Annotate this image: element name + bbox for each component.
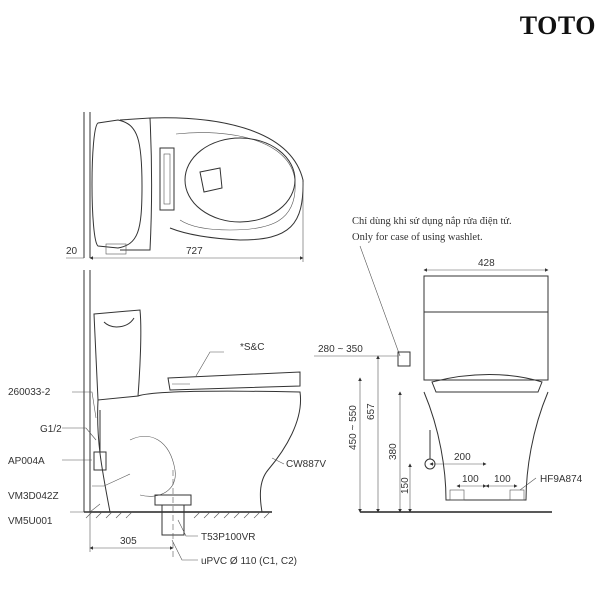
front-view: Chỉ dùng khi sử dụng nắp rửa điện tử. On… — [314, 216, 583, 513]
dim-450-550: 450 ~ 550 — [348, 405, 359, 450]
tank-front — [423, 275, 549, 313]
label-hf9a874: HF9A874 — [540, 474, 583, 485]
tank-top-outline — [91, 119, 143, 249]
dim-305: 305 — [120, 536, 137, 547]
dim-280-350: 280 ~ 350 — [318, 344, 363, 355]
dim-100-right: 100 — [494, 474, 511, 485]
dim-100-left: 100 — [462, 474, 479, 485]
bowl-side — [137, 390, 302, 513]
note-vietnamese: Chỉ dùng khi sử dụng nắp rửa điện tử. — [352, 216, 512, 227]
label-260033-2: 260033-2 — [8, 387, 51, 398]
flush-button — [103, 317, 135, 328]
top-view: 20 727 — [66, 112, 304, 262]
label-ap004a: AP004A — [8, 456, 45, 467]
label-seat: *S&C — [240, 342, 264, 353]
tank-side — [93, 309, 142, 401]
dim-200: 200 — [454, 452, 471, 463]
side-view: *S&C CW887V 260033-2 G1/2 AP004A VM3D042… — [8, 270, 326, 567]
dim-150: 150 — [400, 477, 411, 494]
label-vm5u001: VM5U001 — [8, 516, 53, 527]
dim-length-727: 727 — [186, 246, 203, 257]
power-socket — [397, 351, 411, 367]
seat-front — [431, 374, 543, 393]
drain-outlet — [199, 167, 223, 193]
dim-428: 428 — [478, 258, 495, 269]
bowl-front — [423, 391, 549, 501]
bowl-top-outline — [149, 117, 304, 241]
seat-hinge — [159, 147, 175, 211]
dim-wall-top: 20 — [66, 246, 78, 257]
seat-side — [167, 371, 301, 391]
dim-380: 380 — [388, 443, 399, 460]
bowl-opening — [184, 137, 296, 223]
label-bowl: CW887V — [286, 459, 326, 470]
toto-logo: TOTO — [520, 11, 596, 40]
label-vm3d042z: VM3D042Z — [8, 491, 59, 502]
label-flange: T53P100VR — [201, 532, 255, 543]
label-pipe: uPVC Ø 110 (C1, C2) — [201, 556, 297, 567]
note-english: Only for case of using washlet. — [352, 232, 483, 243]
dim-657: 657 — [366, 403, 377, 420]
label-g12: G1/2 — [40, 424, 62, 435]
